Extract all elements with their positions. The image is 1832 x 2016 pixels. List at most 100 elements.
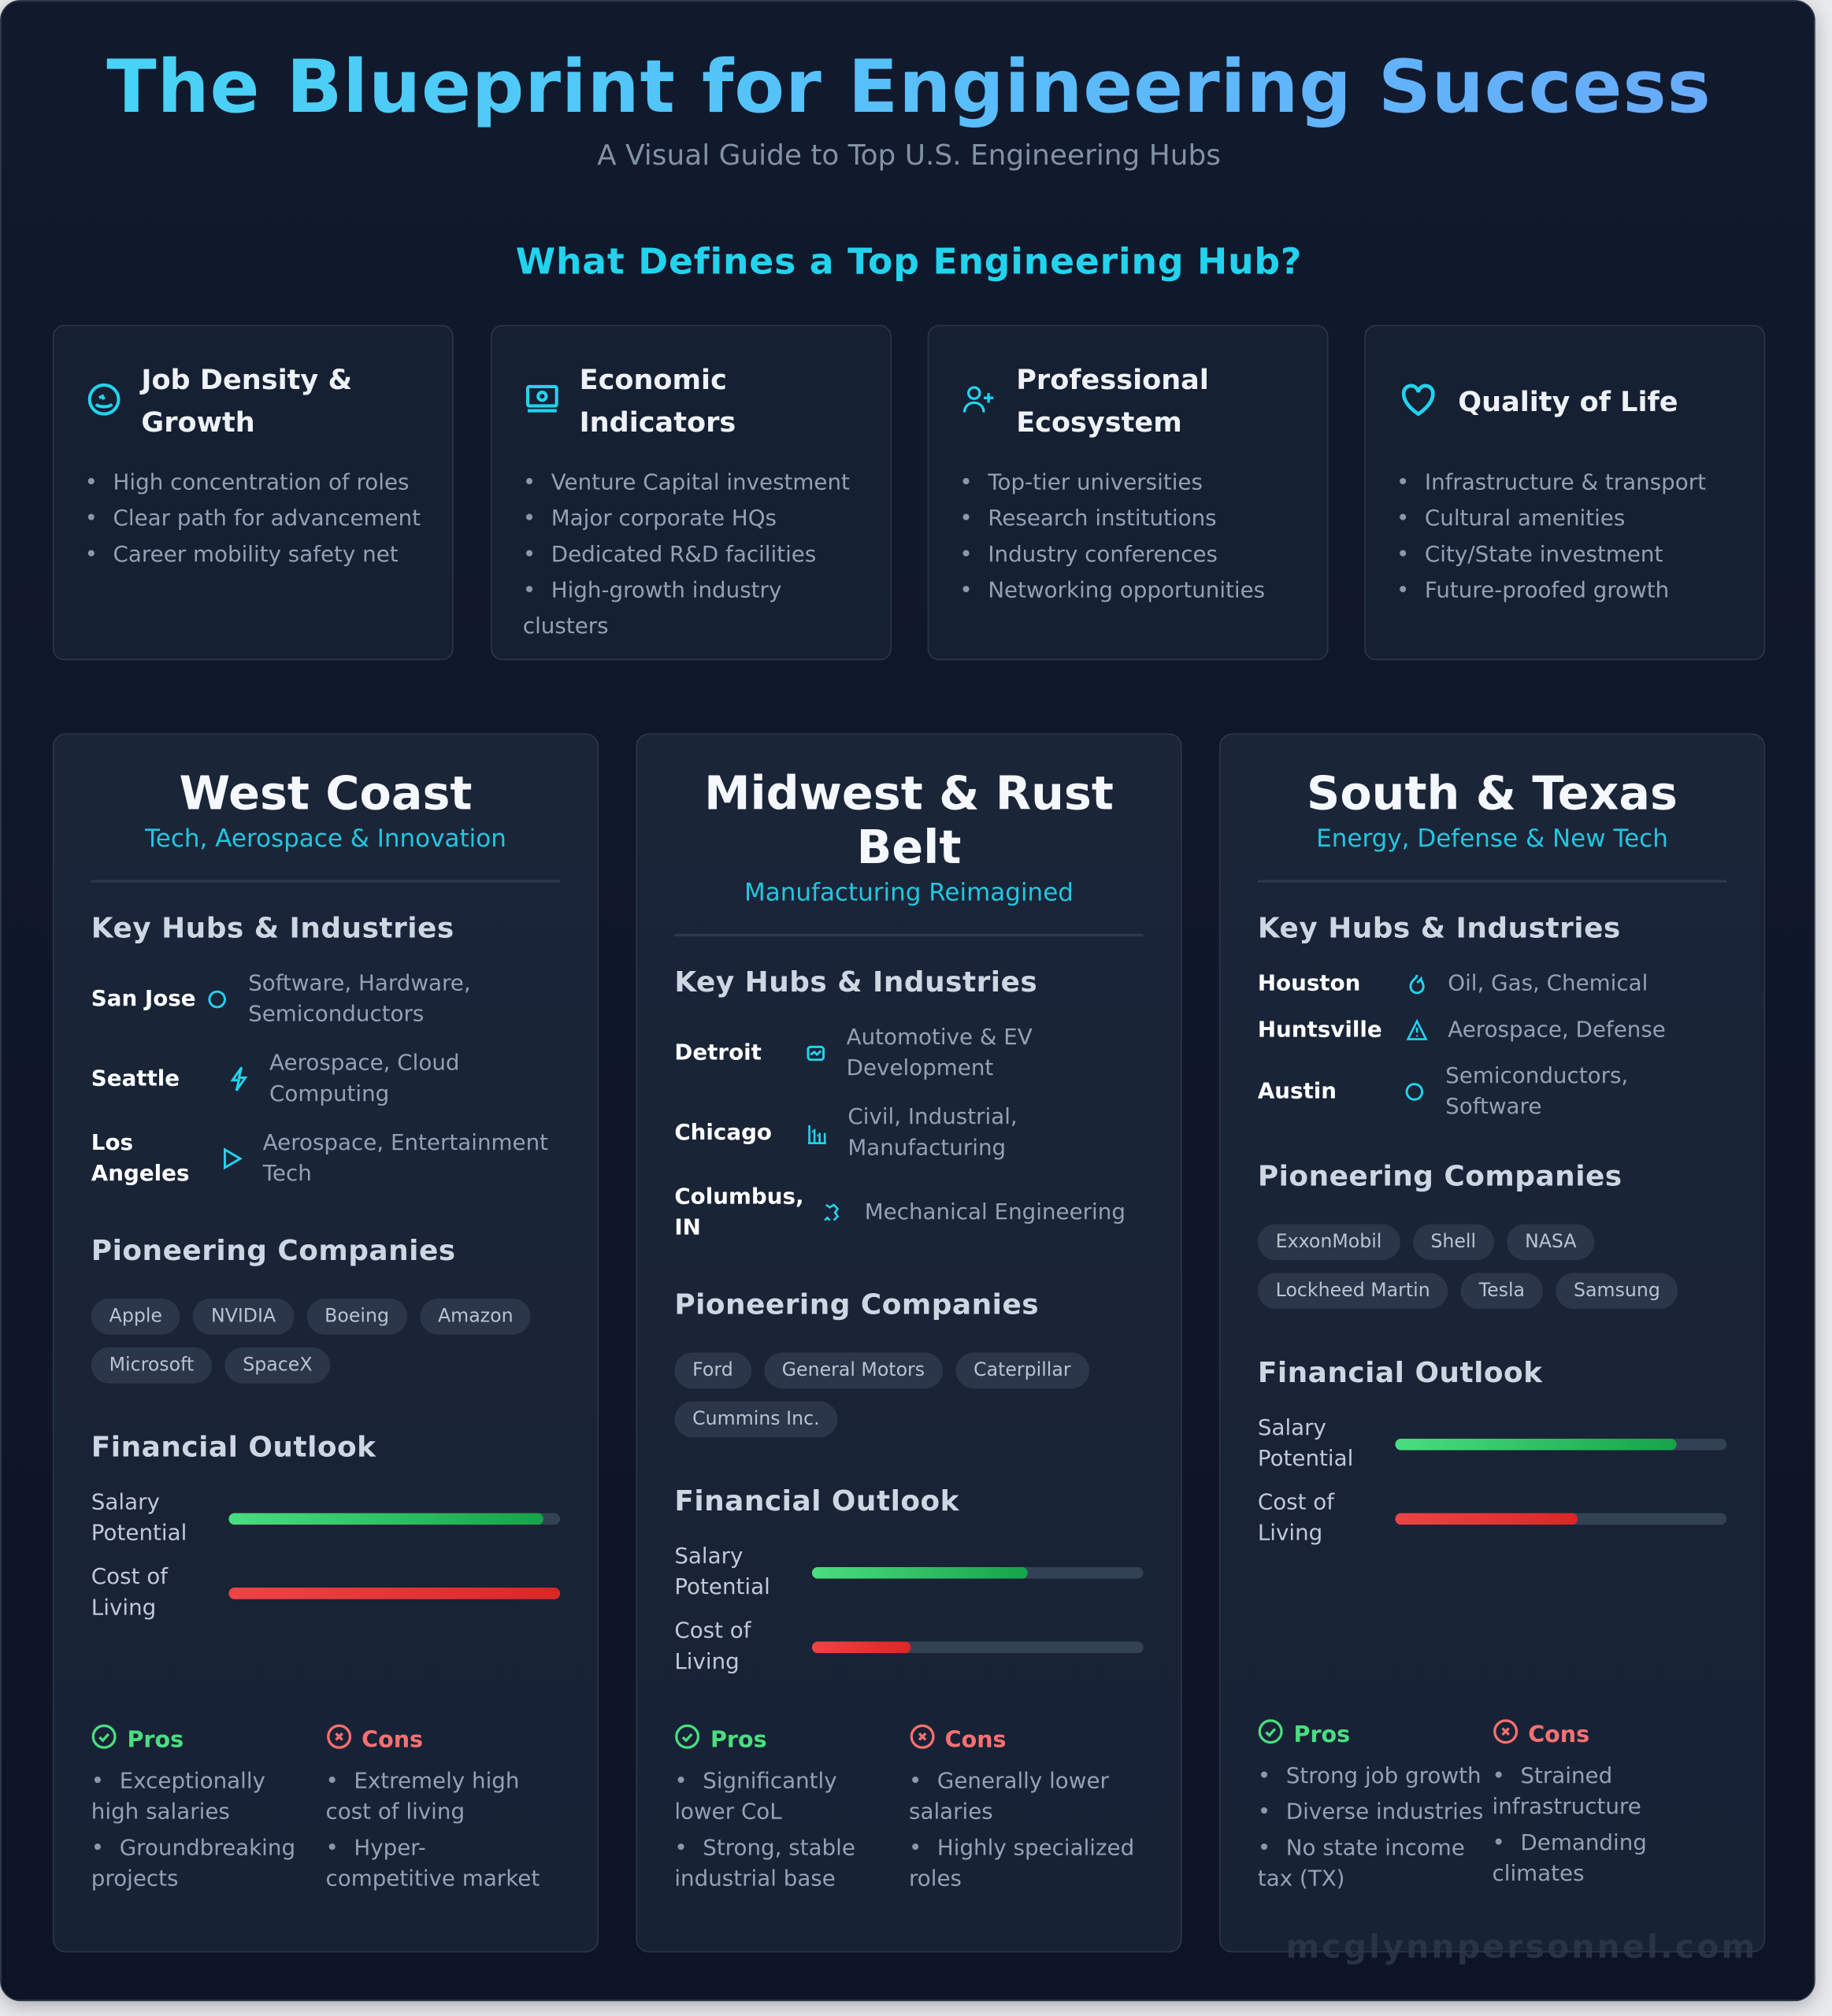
criteria-item: Cultural amenities <box>1396 501 1733 537</box>
criteria-item: High-growth industry clusters <box>523 573 859 644</box>
company-tag: Tesla <box>1460 1273 1543 1310</box>
criteria-item: Future-proofed growth <box>1396 573 1733 609</box>
pro-item: Groundbreaking projects <box>91 1833 326 1895</box>
company-tag: Samsung <box>1556 1273 1678 1310</box>
cost-bar <box>1395 1512 1727 1525</box>
company-tag: Cummins Inc. <box>674 1401 838 1438</box>
criteria-item: Industry conferences <box>959 537 1296 573</box>
company-tag: General Motors <box>763 1352 943 1389</box>
pros-heading: Pros <box>127 1727 184 1753</box>
hub-industries: Automotive & EV Development <box>846 1025 1033 1082</box>
criteria-card: Job Density & Growth High concentration … <box>52 324 454 661</box>
criteria-title: Professional Ecosystem <box>1016 365 1209 439</box>
hub-city: Austin <box>1257 1079 1337 1105</box>
cons-heading: Cons <box>944 1727 1007 1753</box>
x-circle-icon <box>909 1724 935 1756</box>
pros-heading: Pros <box>710 1727 767 1753</box>
con-item: Extremely high cost of living <box>325 1766 560 1828</box>
flame-icon <box>1402 973 1433 995</box>
con-item: Hyper-competitive market <box>325 1833 560 1895</box>
con-item: Demanding climates <box>1493 1828 1727 1889</box>
criteria-item: Top-tier universities <box>959 465 1296 501</box>
financial-heading: Financial Outlook <box>91 1432 376 1465</box>
pro-item: Diverse industries <box>1258 1797 1493 1828</box>
pros-column: Pros Strong job growthDiverse industries… <box>1258 1718 1493 1899</box>
criteria-card: Economic Indicators Venture Capital inve… <box>491 324 892 661</box>
company-tag: NASA <box>1507 1224 1595 1261</box>
con-item: Strained infrastructure <box>1493 1761 1727 1822</box>
salary-bar <box>228 1512 561 1525</box>
criteria-item: Career mobility safety net <box>85 537 421 573</box>
hub-industries: Aerospace, Cloud Computing <box>269 1051 460 1108</box>
pros-heading: Pros <box>1293 1721 1351 1748</box>
salary-potential-row: Salary Potential <box>674 1541 1144 1603</box>
company-tag: Lockheed Martin <box>1257 1273 1448 1310</box>
con-item: Generally lower salaries <box>909 1766 1144 1828</box>
cost-bar-fill <box>228 1587 561 1599</box>
check-circle-icon <box>674 1724 700 1756</box>
check-circle-icon <box>1258 1718 1284 1751</box>
region-subtitle: Manufacturing Reimagined <box>744 878 1074 907</box>
cons-column: Cons Strained infrastructureDemanding cl… <box>1493 1718 1727 1899</box>
salary-bar-fill <box>228 1512 544 1525</box>
circle-icon <box>202 989 232 1010</box>
salary-bar <box>1395 1438 1727 1450</box>
hub-list: Houston Oil, Gas, Chemical Huntsville Ae… <box>1258 969 1726 1138</box>
region-title: Midwest & Rust Belt <box>704 768 1114 875</box>
hub-city: Chicago <box>674 1120 772 1146</box>
growth-face-icon <box>85 380 124 424</box>
criteria-list: Venture Capital investmentMajor corporat… <box>523 465 859 644</box>
divider <box>1257 880 1727 883</box>
hub-row: Los Angeles Aerospace, Entertainment Tec… <box>91 1128 560 1189</box>
hub-city: Huntsville <box>1257 1017 1382 1043</box>
hub-industries: Oil, Gas, Chemical <box>1448 971 1648 997</box>
company-tag: Shell <box>1412 1224 1494 1261</box>
region-subtitle: Tech, Aerospace & Innovation <box>145 825 506 854</box>
criteria-list: Top-tier universitiesResearch institutio… <box>959 465 1296 609</box>
con-item: Highly specialized roles <box>909 1833 1144 1895</box>
criteria-item: Venture Capital investment <box>523 465 859 501</box>
company-tag: Amazon <box>420 1299 532 1335</box>
hub-row: Houston Oil, Gas, Chemical <box>1258 969 1726 999</box>
hub-industries: Aerospace, Entertainment Tech <box>262 1130 549 1188</box>
company-tags: ExxonMobil Shell NASA Lockheed Martin Tesla S… <box>1257 1224 1726 1310</box>
company-tag: NVIDIA <box>193 1299 295 1335</box>
cost-label: Cost of Living <box>91 1564 169 1621</box>
salary-label: Salary Potential <box>91 1490 187 1547</box>
pro-item: No state income tax (TX) <box>1258 1833 1493 1895</box>
hubs-heading: Key Hubs & Industries <box>1257 913 1621 946</box>
financial-heading: Financial Outlook <box>1257 1358 1543 1390</box>
company-tag: ExxonMobil <box>1257 1224 1400 1261</box>
cons-column: Cons Extremely high cost of livingHyper-… <box>325 1724 560 1899</box>
company-tag: Microsoft <box>91 1347 213 1384</box>
criteria-title: Quality of Life <box>1458 386 1678 418</box>
cost-of-living-row: Cost of Living <box>674 1616 1144 1677</box>
criteria-title: Economic Indicators <box>579 365 736 439</box>
hub-city: Seattle <box>91 1065 180 1092</box>
hub-industries: Software, Hardware, Semiconductors <box>248 971 471 1028</box>
salary-label: Salary Potential <box>674 1544 770 1601</box>
cost-bar <box>811 1640 1144 1653</box>
x-circle-icon <box>1493 1718 1519 1751</box>
pro-item: Exceptionally high salaries <box>91 1766 326 1828</box>
hub-row: Seattle Aerospace, Cloud Computing <box>91 1048 560 1110</box>
salary-label: Salary Potential <box>1257 1415 1354 1473</box>
pros-cons: Pros Significantly lower CoLStrong, stab… <box>674 1724 1143 1899</box>
check-circle-icon <box>91 1724 117 1756</box>
heart-icon <box>1396 378 1440 427</box>
cost-bar-fill <box>1395 1512 1578 1525</box>
cons-heading: Cons <box>1528 1721 1590 1748</box>
companies-heading: Pioneering Companies <box>674 1289 1040 1322</box>
x-circle-icon <box>325 1724 351 1756</box>
divider <box>674 933 1144 937</box>
page-subtitle: A Visual Guide to Top U.S. Engineering H… <box>597 139 1221 172</box>
circle-icon <box>1399 1081 1430 1102</box>
company-tag: Apple <box>91 1299 180 1335</box>
hub-list: San Jose Software, Hardware, Semiconduct… <box>91 969 560 1207</box>
region-card: Midwest & Rust Belt Manufacturing Reimag… <box>636 733 1182 1953</box>
hubs-heading: Key Hubs & Industries <box>674 967 1038 999</box>
cost-of-living-row: Cost of Living <box>1258 1488 1727 1549</box>
criteria-item: Research institutions <box>959 501 1296 537</box>
